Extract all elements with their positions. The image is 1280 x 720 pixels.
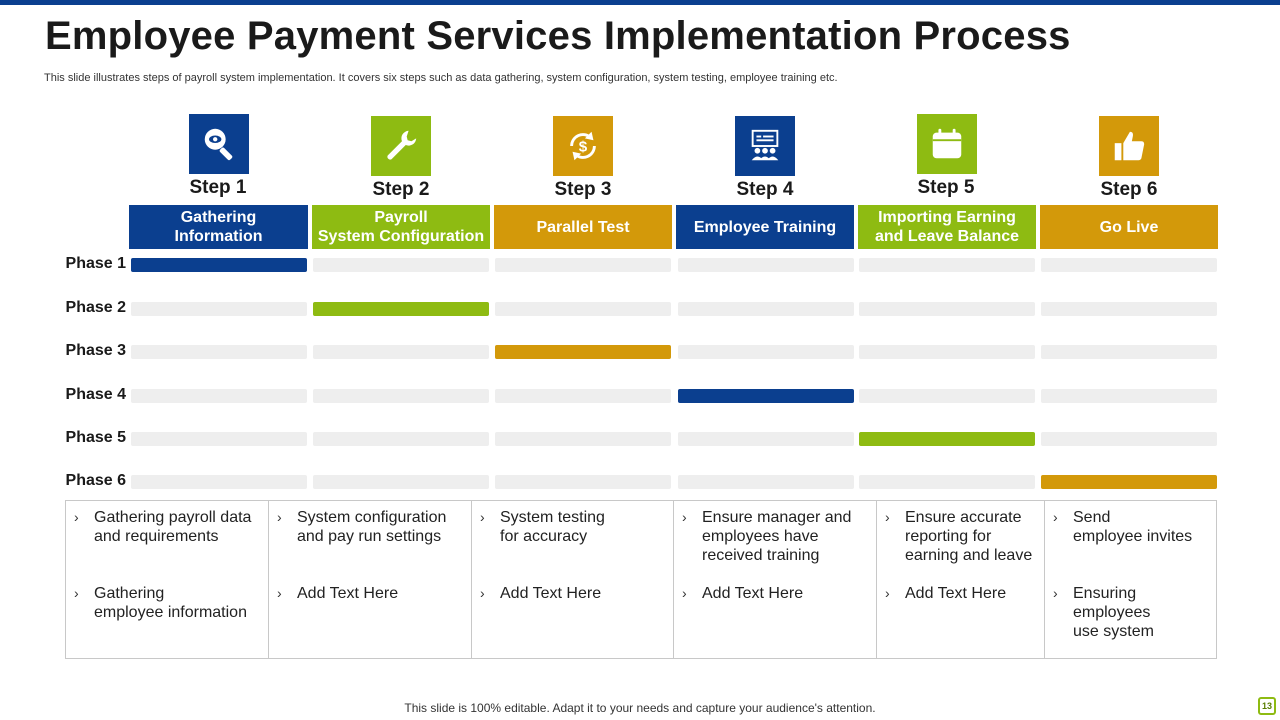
description-bullet: ›Add Text Here [682,585,804,602]
description-column-5: ›Ensure accurate reporting for earning a… [877,501,1045,658]
phase-track-cell [859,258,1035,272]
phase-track-cell [1041,302,1217,316]
phase-track-cell [678,258,854,272]
description-bullet: ›Add Text Here [480,585,602,602]
phase-label-3: Phase 3 [65,342,126,359]
phase-track-cell [859,302,1035,316]
phase-track-cell [495,389,671,403]
thumbs-up-icon [1099,116,1159,176]
phase-track-cell [1041,258,1217,272]
step-label-4: Step 4 [736,179,794,200]
chevron-right-icon: › [74,509,79,525]
phase-track-cell [1041,389,1217,403]
phase-track-cell [131,302,307,316]
description-bullet: ›Add Text Here [277,585,399,602]
page-subtitle: This slide illustrates steps of payroll … [44,72,838,84]
phase-track-cell [495,302,671,316]
phase-label-6: Phase 6 [65,472,126,489]
description-bullet: ›System testing for accuracy [480,509,605,545]
phase-bar-5 [859,432,1035,446]
phase-track-cell [678,302,854,316]
step-label-1: Step 1 [189,177,247,198]
phase-track-cell [313,475,489,489]
description-bullet: ›System configuration and pay run settin… [277,509,447,545]
phase-track-cell [495,475,671,489]
calendar-icon [917,114,977,174]
phase-track-cell [678,432,854,446]
chevron-right-icon: › [885,509,890,525]
phase-track-cell [131,345,307,359]
description-bullet: ›Ensure manager and employees have recei… [682,509,852,564]
phase-track-cell [859,389,1035,403]
step-description-table: ›Gathering payroll data and requirements… [65,500,1217,659]
step-heading-3: Parallel Test [494,205,672,249]
phase-track-cell [678,475,854,489]
step-label-6: Step 6 [1100,179,1158,200]
phase-label-2: Phase 2 [65,299,126,316]
phase-bar-6 [1041,475,1217,489]
step-label-2: Step 2 [372,179,430,200]
dollar-cycle-icon: $ [553,116,613,176]
chevron-right-icon: › [480,585,485,601]
phase-track-cell [859,345,1035,359]
step-heading-5: Importing Earning and Leave Balance [858,205,1036,249]
page-number: 13 [1258,697,1276,715]
chevron-right-icon: › [1053,509,1058,525]
wrench-icon [371,116,431,176]
phase-track-cell [131,432,307,446]
top-accent-bar [0,0,1280,5]
phase-bar-2 [313,302,489,316]
description-bullet: ›Gathering employee information [74,585,247,621]
training-presentation-icon [735,116,795,176]
footer-note: This slide is 100% editable. Adapt it to… [404,701,876,715]
chevron-right-icon: › [1053,585,1058,601]
svg-text:$: $ [579,139,588,156]
phase-label-5: Phase 5 [65,429,126,446]
description-column-1: ›Gathering payroll data and requirements… [66,501,269,658]
phase-track-cell [313,432,489,446]
phase-track-cell [495,258,671,272]
description-bullet: ›Add Text Here [885,585,1007,602]
description-bullet: ›Ensuring employees use system [1053,585,1154,640]
phase-track-cell [678,345,854,359]
description-column-6: ›Send employee invites ›Ensuring employe… [1045,501,1216,658]
phase-track-cell [1041,432,1217,446]
step-label-3: Step 3 [554,179,612,200]
chevron-right-icon: › [74,585,79,601]
phase-label-4: Phase 4 [65,386,126,403]
phase-track-cell [495,432,671,446]
phase-label-1: Phase 1 [65,255,126,272]
step-label-5: Step 5 [917,177,975,198]
phase-track-cell [131,389,307,403]
chevron-right-icon: › [480,509,485,525]
description-bullet: ›Gathering payroll data and requirements [74,509,252,545]
phase-track-cell [313,389,489,403]
phase-track-cell [131,475,307,489]
step-heading-1: Gathering Information [129,205,308,249]
chevron-right-icon: › [682,585,687,601]
page-title: Employee Payment Services Implementation… [45,14,1071,58]
phase-track-cell [1041,345,1217,359]
phase-bar-4 [678,389,854,403]
chevron-right-icon: › [277,585,282,601]
phase-bar-1 [131,258,307,272]
phase-track-cell [313,258,489,272]
chevron-right-icon: › [277,509,282,525]
description-column-3: ›System testing for accuracy ›Add Text H… [472,501,674,658]
chevron-right-icon: › [885,585,890,601]
step-heading-4: Employee Training [676,205,854,249]
chevron-right-icon: › [682,509,687,525]
phase-track-cell [313,345,489,359]
phase-bar-3 [495,345,671,359]
description-bullet: ›Ensure accurate reporting for earning a… [885,509,1033,564]
step-heading-6: Go Live [1040,205,1218,249]
phase-track-cell [859,475,1035,489]
magnifier-eye-icon [189,114,249,174]
description-bullet: ›Send employee invites [1053,509,1193,545]
description-column-4: ›Ensure manager and employees have recei… [674,501,877,658]
step-heading-2: Payroll System Configuration [312,205,490,249]
description-column-2: ›System configuration and pay run settin… [269,501,472,658]
